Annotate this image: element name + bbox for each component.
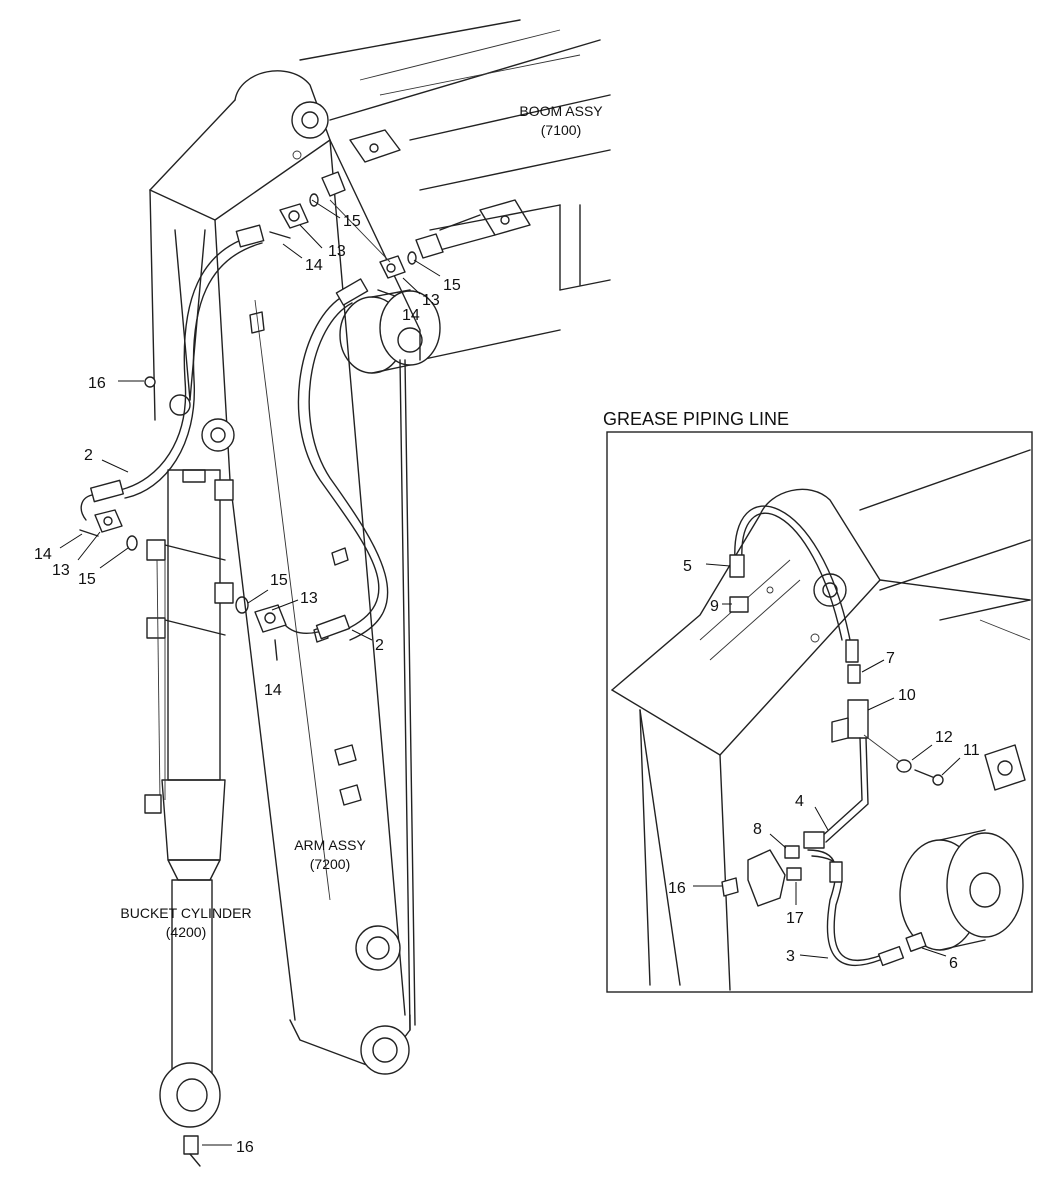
callout-14: 14 [34,546,52,563]
boom-assy-label: BOOM ASSY [519,103,603,119]
boom-assy-code: (7100) [541,122,581,138]
callout-16: 16 [236,1139,254,1156]
callout-13: 13 [300,590,318,607]
callout-12: 12 [935,729,953,746]
bucket-cylinder-code: (4200) [166,924,206,940]
arm-assembly-drawing [149,70,421,1075]
callout-3: 3 [786,948,795,965]
callout-4: 4 [795,793,804,810]
callout-17: 17 [786,910,804,927]
callout-11: 11 [963,742,980,759]
main-callouts: 15 13 14 15 13 14 16 2 14 13 15 15 13 2 … [34,199,461,1156]
bucket-cylinder-label: BUCKET CYLINDER [120,905,251,921]
hose-assemblies [79,171,444,1167]
inset-title: GREASE PIPING LINE [603,409,789,429]
callout-15: 15 [78,571,96,588]
callout-2: 2 [84,447,93,464]
callout-9: 9 [710,598,719,615]
callout-15: 15 [343,213,361,230]
callout-6: 6 [949,955,958,972]
inset-callouts: 5 9 7 10 12 11 4 8 16 17 3 6 [668,558,980,972]
callout-14: 14 [305,257,323,274]
callout-2: 2 [375,637,384,654]
grease-piping-inset: GREASE PIPING LINE [603,409,1033,993]
boom-assembly-drawing [299,19,611,374]
callout-7: 7 [886,650,895,667]
bucket-cylinder-drawing [144,469,234,1128]
callout-5: 5 [683,558,692,575]
callout-16: 16 [668,880,686,897]
callout-10: 10 [898,687,916,704]
callout-13: 13 [328,243,346,260]
callout-13: 13 [422,292,440,309]
arm-assy-code: (7200) [310,856,350,872]
callout-16: 16 [88,375,106,392]
callout-14: 14 [402,307,420,324]
callout-14: 14 [264,682,282,699]
assembly-labels: BOOM ASSY (7100) ARM ASSY (7200) BUCKET … [120,103,603,940]
callout-8: 8 [753,821,762,838]
arm-assy-label: ARM ASSY [294,837,366,853]
callout-15: 15 [270,572,288,589]
callout-15: 15 [443,277,461,294]
callout-13: 13 [52,562,70,579]
